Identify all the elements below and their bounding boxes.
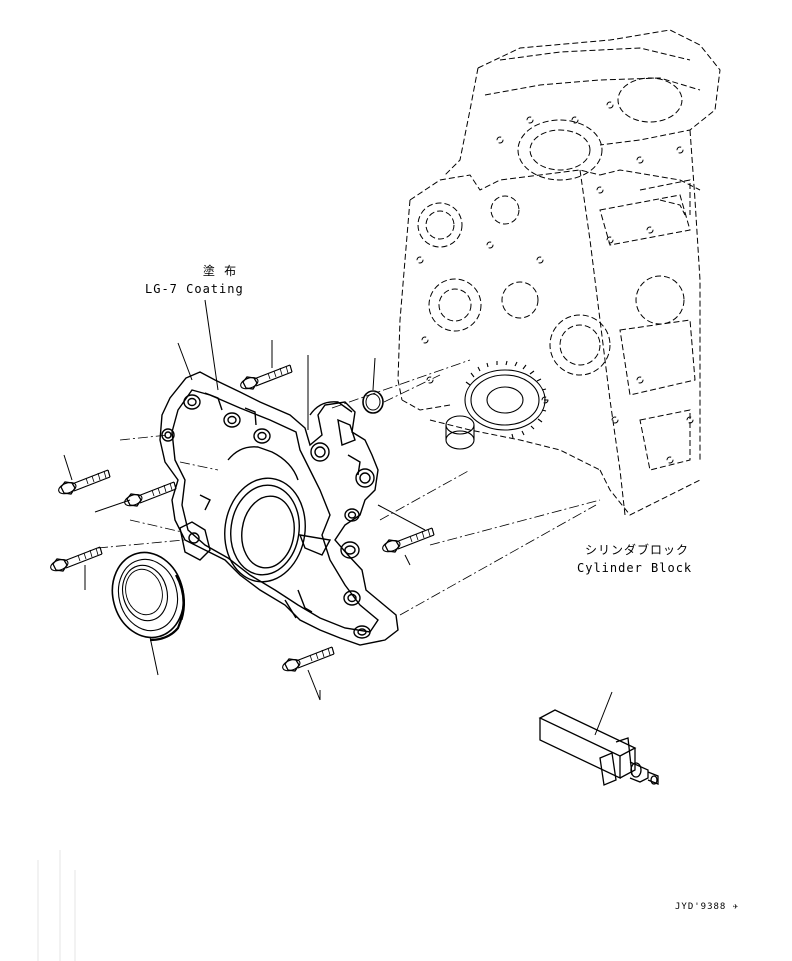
cylinder-block-label-en: Cylinder Block <box>577 561 693 575</box>
coating-label-en: LG-7 Coating <box>145 282 244 296</box>
cylinder-block-label-jp: シリンダブロック <box>584 543 689 557</box>
alignment-lines <box>97 359 601 616</box>
bolt-icon <box>48 364 435 674</box>
leader-lines <box>63 299 613 736</box>
oil-seal-icon <box>111 551 186 676</box>
crank-gear-icon <box>445 360 548 450</box>
o-ring-icon <box>362 357 384 414</box>
coating-label-jp: 塗 布 <box>202 264 238 278</box>
scan-mark <box>37 850 76 961</box>
front-cover-icon <box>159 371 399 646</box>
cylinder-block-icon <box>397 29 721 516</box>
tool-icon <box>538 709 659 786</box>
drawing-reference-number: JYD'9388 ✈ <box>675 902 740 912</box>
